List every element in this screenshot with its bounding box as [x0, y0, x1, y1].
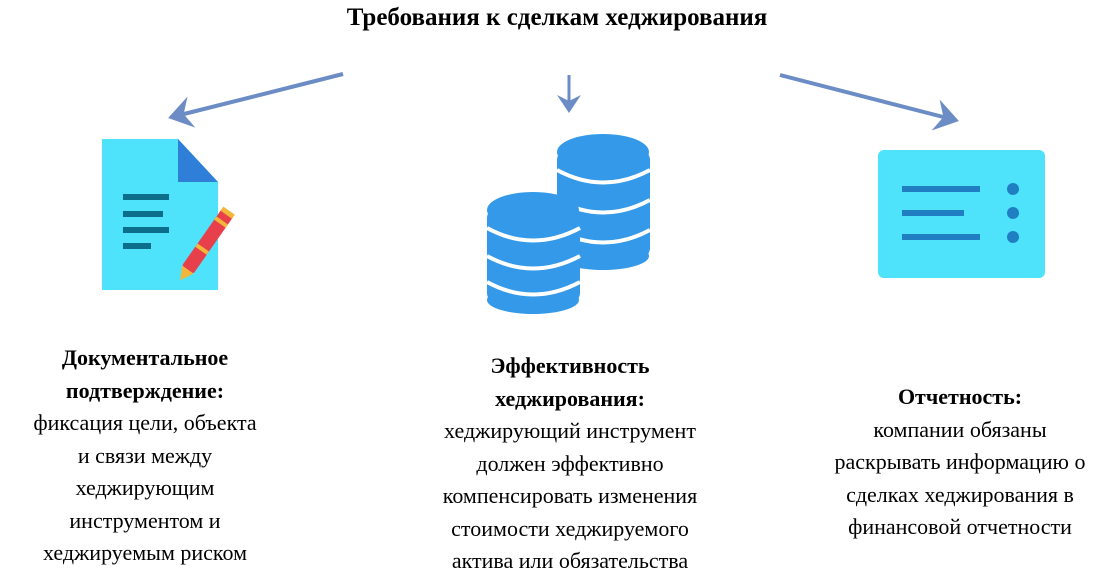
document-pen-icon: [102, 139, 235, 290]
arrow-left: [168, 72, 344, 128]
block-text: стоимости хеджируемого: [451, 515, 689, 541]
block-text: хеджируемым риском: [42, 540, 247, 565]
arrow-right: [779, 73, 959, 131]
block-text: финансовой отчетности: [848, 514, 1072, 539]
block-text: актива или обязательства: [451, 548, 689, 573]
block-text: инструментом и: [69, 507, 221, 533]
block-heading: Документальное: [61, 345, 229, 370]
requirement-reporting: Отчетность: компании обязаны раскрывать …: [800, 381, 1114, 544]
block-text: компенсировать изменения: [442, 483, 698, 508]
block-heading: Эффективность: [490, 353, 650, 378]
block-text: и связи между: [77, 442, 213, 468]
block-text: сделках хеджирования в: [846, 481, 1074, 507]
block-text: хеджирующим: [75, 475, 215, 500]
block-text: фиксация цели, объекта: [33, 410, 257, 435]
block-text: хеджирующий инструмент: [444, 418, 696, 443]
block-heading: подтверждение:: [65, 377, 225, 403]
block-text: компании обязаны: [873, 416, 1047, 442]
block-text: должен эффективно: [476, 450, 664, 476]
coins-icon: [486, 134, 651, 314]
block-text: раскрывать информацию о: [834, 449, 1086, 474]
block-heading: хеджирования:: [495, 385, 645, 411]
block-heading: Отчетность:: [897, 384, 1023, 409]
requirement-documentation: Документальное подтверждение: фиксация ц…: [0, 342, 290, 570]
report-icon: [878, 150, 1045, 278]
requirement-effectiveness: Эффективность хеджирования: хеджирующий …: [410, 350, 730, 578]
diagram-title: Требования к сделкам хеджирования: [346, 4, 768, 31]
